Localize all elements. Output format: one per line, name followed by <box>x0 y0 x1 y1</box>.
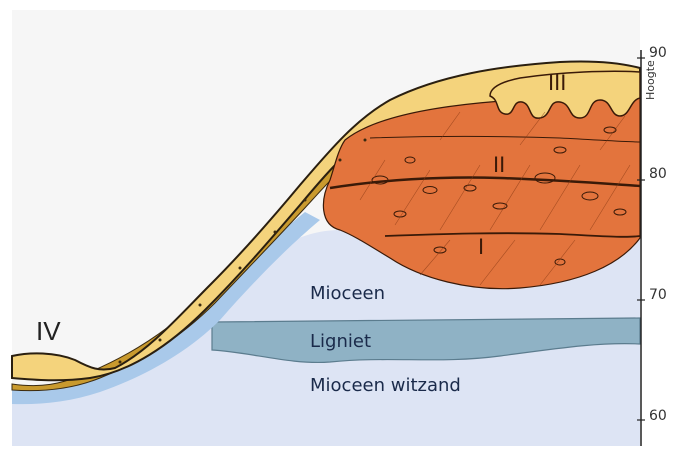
tick-label-70: 70 <box>649 287 667 303</box>
label-unit-I: I <box>478 234 484 260</box>
label-unit-II: II <box>493 152 505 178</box>
axis-title-hoogte: Hoogte <box>644 40 657 100</box>
label-unit-III: III <box>548 70 566 96</box>
label-mioceen: Mioceen <box>310 283 385 304</box>
tick-label-80: 80 <box>649 166 667 182</box>
label-ligniet: Ligniet <box>310 331 371 352</box>
label-unit-IV: IV <box>36 316 61 347</box>
label-mioceen-witzand: Mioceen witzand <box>310 375 461 396</box>
tick-label-60: 60 <box>649 408 667 424</box>
